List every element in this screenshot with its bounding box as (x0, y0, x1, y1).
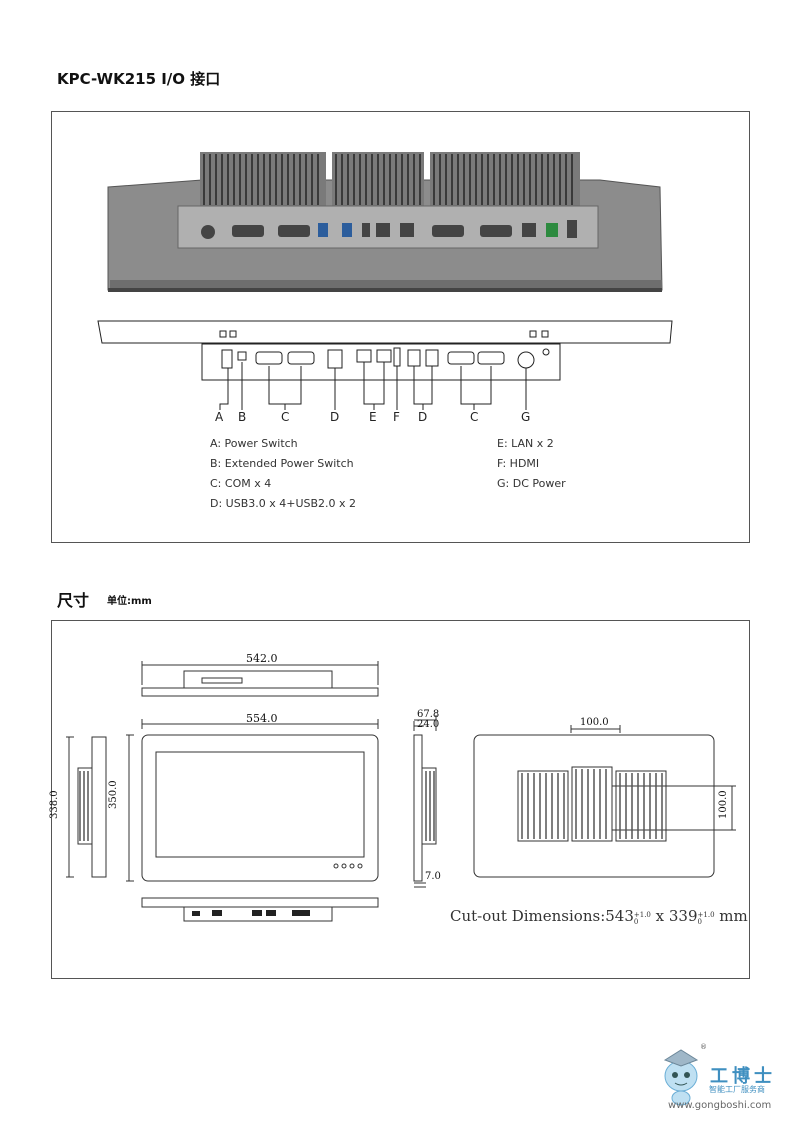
dim-depth-bottom: 7.0 (425, 871, 441, 882)
callout-letter: D (418, 410, 428, 424)
callout-letter: C (281, 410, 290, 424)
dim-side-height: 338.0 (49, 790, 60, 819)
callout-letter: B (238, 410, 247, 424)
dim-hole-vertical: 100.0 (718, 790, 729, 819)
legend-item: E: LAN x 2 (497, 437, 554, 450)
io-figure-box: A B C D E F D C G A: Power Switch B: Ext… (51, 111, 750, 543)
io-section-title: KPC-WK215 I/O 接口 (57, 70, 221, 88)
dim-front-width: 554.0 (246, 712, 278, 725)
legend-left: A: Power Switch B: Extended Power Switch… (210, 434, 356, 514)
mascot-logo-icon (663, 1049, 699, 1106)
registered-mark: ® (700, 1043, 707, 1051)
dim-depth-total: 67.8 (417, 709, 440, 720)
dim-front-height: 350.0 (108, 780, 119, 809)
legend-item: G: DC Power (497, 477, 566, 490)
tolerance-upper: +1.0 (697, 911, 715, 919)
tolerance-upper: +1.0 (633, 911, 651, 919)
cutout-times: x (650, 907, 669, 925)
callout-letter: A (215, 410, 224, 424)
cutout-height: 339 (668, 907, 698, 925)
callout-letter: C (470, 410, 479, 424)
legend-item: C: COM x 4 (210, 477, 272, 490)
tolerance-lower: 0 (633, 918, 639, 926)
dimensions-figure-box: 542.0 554.0 350.0 338.0 67.8 24.0 7.0 10… (49, 620, 750, 979)
dim-top-width: 542.0 (246, 652, 278, 665)
cutout-unit: mm (714, 907, 748, 925)
unit-label: 单位:mm (107, 596, 152, 607)
cutout-width: 543 (605, 907, 634, 925)
callout-letter: G (521, 410, 531, 424)
dim-hole-horizontal: 100.0 (580, 717, 609, 728)
legend-item: A: Power Switch (210, 437, 298, 450)
legend-item: B: Extended Power Switch (210, 457, 354, 470)
callout-letter: E (369, 410, 377, 424)
brand-tagline: 智能工厂服务商 (709, 1085, 765, 1094)
callout-letter: F (393, 410, 400, 424)
legend-item: D: USB3.0 x 4+USB2.0 x 2 (210, 497, 357, 510)
dimensions-title: 尺寸 (57, 591, 90, 610)
brand-url: www.gongboshi.com (668, 1100, 772, 1111)
callout-letter: D (330, 410, 340, 424)
brand-name: 工博士 (710, 1066, 776, 1087)
cutout-prefix: Cut-out Dimensions: (450, 907, 606, 925)
rear-panel-illustration (97, 152, 673, 410)
tolerance-lower: 0 (697, 918, 702, 926)
legend-right: E: LAN x 2 F: HDMI G: DC Power (497, 434, 566, 494)
dimension-drawing (66, 661, 736, 922)
legend-item: F: HDMI (497, 457, 540, 470)
dim-depth-front: 24.0 (417, 719, 440, 730)
